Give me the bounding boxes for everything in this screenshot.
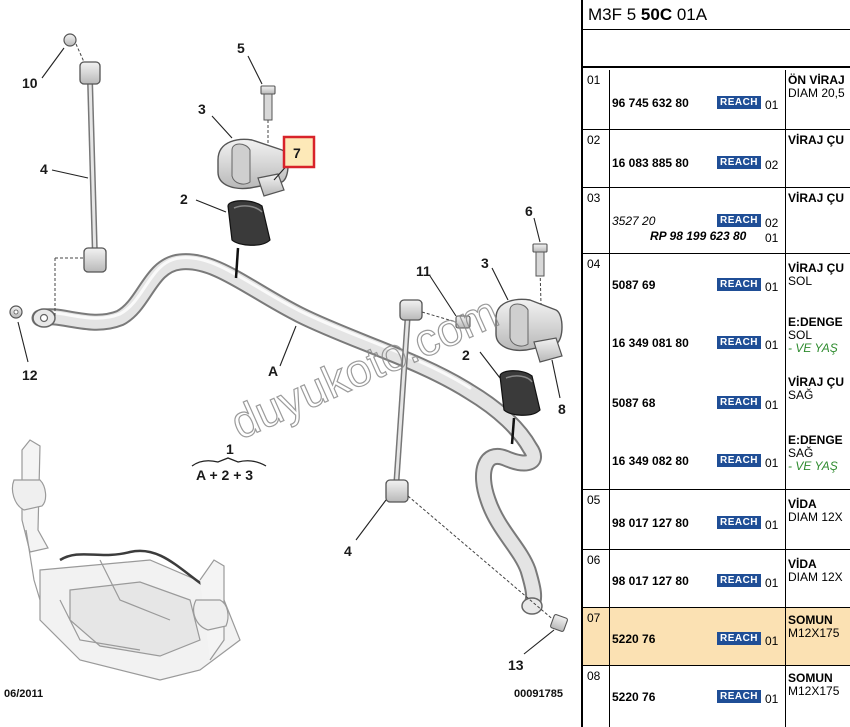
callout-label: 10 xyxy=(22,75,38,91)
row-number: 05 xyxy=(583,490,610,549)
part-quantity: 01 xyxy=(765,456,779,470)
reach-badge: REACH xyxy=(717,278,761,291)
reach-badge: REACH xyxy=(717,396,761,409)
reach-badge: REACH xyxy=(717,574,761,587)
part-reference-replacement[interactable]: RP 98 199 623 80 xyxy=(650,229,747,243)
reach-badge: REACH xyxy=(717,156,761,169)
right-drop-link xyxy=(385,299,568,632)
row-number: 08 xyxy=(583,666,610,727)
callout-label: A xyxy=(268,363,278,379)
parts-row-02[interactable]: 02 16 083 885 80 REACH 02 VİRAJ ÇU xyxy=(583,130,850,188)
part-description: VİRAJ ÇU xyxy=(788,191,845,205)
right-clamp-assembly xyxy=(495,243,563,445)
callout-label: 13 xyxy=(508,657,524,673)
diagram-code: 00091785 xyxy=(514,688,563,700)
row-number: 01 xyxy=(583,70,610,129)
part-reference[interactable]: 16 349 081 80 xyxy=(612,336,689,350)
reach-badge: REACH xyxy=(717,336,761,349)
part-reference[interactable]: 5087 69 xyxy=(612,278,656,292)
assembly-formula: A + 2 + 3 xyxy=(196,467,253,483)
parts-list-panel: M3F 5 50C 01A 01 96 745 632 80 REACH 01 … xyxy=(581,0,850,727)
part-quantity: 01 xyxy=(765,280,779,294)
part-reference[interactable]: 98 017 127 80 xyxy=(612,574,689,588)
assembly-brace xyxy=(191,457,267,467)
panel-title: M3F 5 50C 01A xyxy=(583,0,850,30)
reach-badge: REACH xyxy=(717,96,761,109)
part-quantity: 01 xyxy=(765,692,779,706)
left-drop-link xyxy=(54,33,107,318)
callout-label: 3 xyxy=(481,255,489,271)
part-reference[interactable]: 5087 68 xyxy=(612,396,656,410)
anti-roll-bar xyxy=(31,253,543,615)
reach-badge: REACH xyxy=(717,516,761,529)
part-reference[interactable]: 5220 76 xyxy=(612,690,656,704)
part-reference[interactable]: 16 083 885 80 xyxy=(612,156,689,170)
reach-badge: REACH xyxy=(717,632,761,645)
vehicle-location-inset xyxy=(11,439,241,681)
part-quantity-replacement: 01 xyxy=(765,231,779,245)
reach-badge: REACH xyxy=(717,690,761,703)
callout-label: 4 xyxy=(40,161,48,177)
callout-label: 12 xyxy=(22,367,38,383)
nut-12 xyxy=(9,305,23,319)
part-quantity: 02 xyxy=(765,158,779,172)
part-quantity: 01 xyxy=(765,518,779,532)
parts-row-03[interactable]: 03 3527 20 RP 98 199 623 80 REACH 02 01 … xyxy=(583,188,850,254)
part-quantity: 01 xyxy=(765,398,779,412)
highlight-box-7 xyxy=(282,135,316,169)
watermark: duyukoto.com xyxy=(223,285,506,449)
part-quantity: 01 xyxy=(765,338,779,352)
part-reference[interactable]: 3527 20 xyxy=(612,214,656,228)
callout-label: 11 xyxy=(416,263,431,279)
part-quantity: 01 xyxy=(765,634,779,648)
part-quantity: 01 xyxy=(765,98,779,112)
diagram-date: 06/2011 xyxy=(4,688,43,700)
callout-label: 2 xyxy=(462,347,470,363)
panel-header-spacer xyxy=(583,30,850,68)
part-reference[interactable]: 96 745 632 80 xyxy=(612,96,689,110)
row-number: 07 xyxy=(583,608,610,665)
assembly-number: 1 xyxy=(226,441,234,457)
row-number: 04 xyxy=(583,254,610,489)
part-reference[interactable]: 16 349 082 80 xyxy=(612,454,689,468)
row-number: 02 xyxy=(583,130,610,187)
part-quantity: 02 xyxy=(765,216,779,230)
row-number: 06 xyxy=(583,550,610,607)
callout-label: 2 xyxy=(180,191,188,207)
leader-lines xyxy=(17,47,561,655)
callout-label: 6 xyxy=(525,203,533,219)
callout-label-highlighted: 7 xyxy=(293,145,301,161)
reach-badge: REACH xyxy=(717,454,761,467)
part-reference[interactable]: 98 017 127 80 xyxy=(612,516,689,530)
callout-label: 4 xyxy=(344,543,352,559)
part-reference[interactable]: 5220 76 xyxy=(612,632,656,646)
part-quantity: 01 xyxy=(765,576,779,590)
left-clamp-assembly xyxy=(217,85,289,279)
callout-label: 5 xyxy=(237,40,245,56)
reach-badge: REACH xyxy=(717,214,761,227)
parts-diagram: 10 4 5 3 7 2 6 11 3 2 8 12 A 1 A + 2 + 3… xyxy=(4,33,568,700)
row-number: 03 xyxy=(583,188,610,253)
callout-label: 3 xyxy=(198,101,206,117)
part-description: VİRAJ ÇU xyxy=(788,133,845,147)
callout-label: 8 xyxy=(558,401,566,417)
